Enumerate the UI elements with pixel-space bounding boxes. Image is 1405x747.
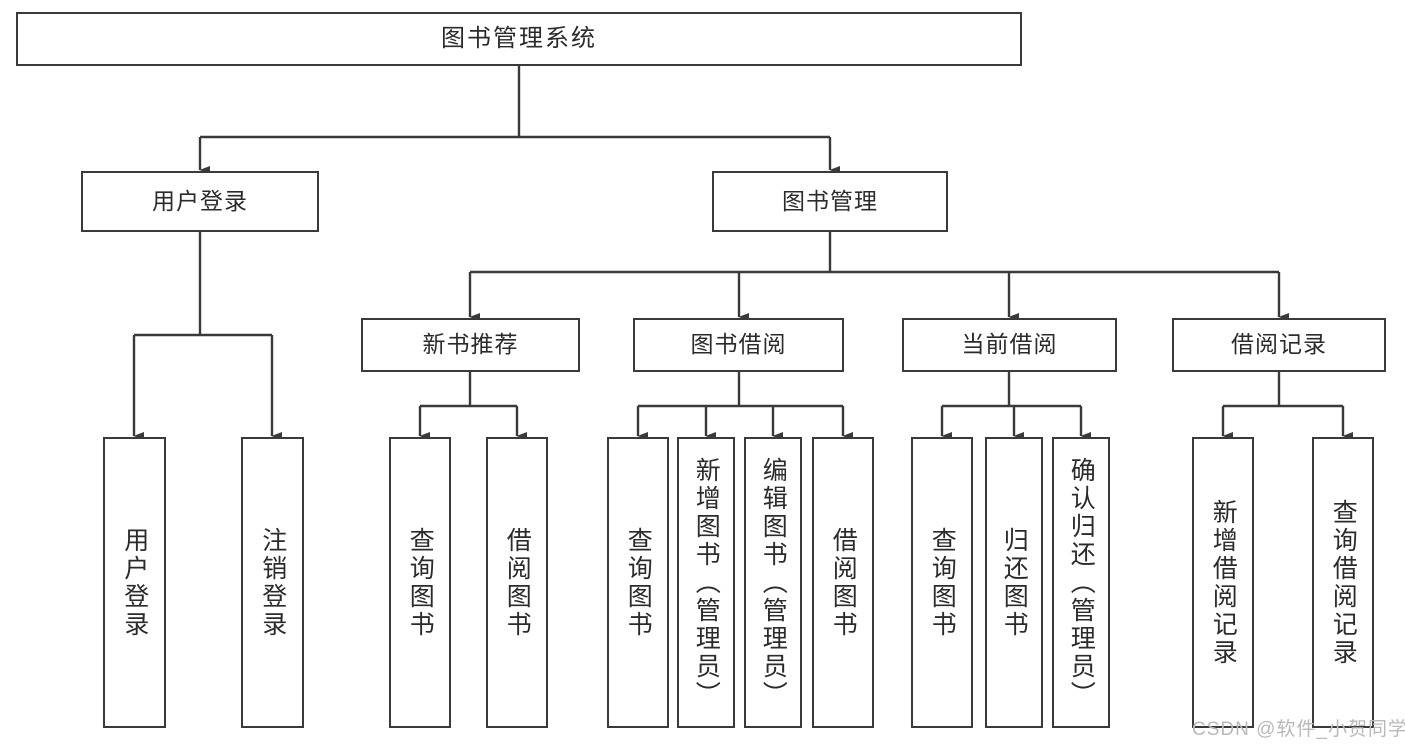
node-borrow-record[interactable]: 借阅记录 [1172, 318, 1386, 372]
node-leaf-add-borrow-record[interactable]: 新增借阅记录 [1192, 437, 1254, 728]
node-leaf-return-book[interactable]: 归还图书 [985, 437, 1043, 728]
leaf-label: 查询借阅记录 [1329, 498, 1358, 667]
leaf-label: 新增借阅记录 [1209, 498, 1238, 667]
node-leaf-query-book-borrow[interactable]: 查询图书 [607, 437, 669, 728]
csdn-watermark: CSDN @软件_小贺同学 [1192, 719, 1405, 740]
node-leaf-query-book-recommend[interactable]: 查询图书 [389, 437, 451, 728]
node-leaf-query-book-current[interactable]: 查询图书 [911, 437, 973, 728]
node-leaf-borrow-book[interactable]: 借阅图书 [812, 437, 874, 728]
leaf-label: 用户登录 [120, 526, 149, 639]
leaf-label: 归还图书 [1000, 526, 1029, 639]
node-book-borrow[interactable]: 图书借阅 [633, 318, 844, 372]
node-leaf-borrow-book-recommend[interactable]: 借阅图书 [486, 437, 548, 728]
leaf-label: 新增图书（管理员） [692, 456, 721, 709]
node-leaf-confirm-return-admin[interactable]: 确认归还（管理员） [1052, 437, 1110, 728]
node-book-management[interactable]: 图书管理 [712, 171, 948, 232]
leaf-label: 借阅图书 [503, 526, 532, 639]
node-leaf-edit-book-admin[interactable]: 编辑图书（管理员） [744, 437, 802, 728]
leaf-label: 查询图书 [406, 526, 435, 639]
leaf-label: 借阅图书 [829, 526, 858, 639]
leaf-label: 查询图书 [928, 526, 957, 639]
leaf-label: 查询图书 [624, 526, 653, 639]
node-leaf-query-borrow-record[interactable]: 查询借阅记录 [1312, 437, 1374, 728]
node-leaf-add-book-admin[interactable]: 新增图书（管理员） [677, 437, 735, 728]
node-leaf-logout[interactable]: 注销登录 [241, 437, 304, 728]
leaf-label: 编辑图书（管理员） [759, 456, 788, 709]
node-user-login[interactable]: 用户登录 [81, 171, 319, 232]
leaf-label: 注销登录 [258, 526, 287, 639]
node-new-book-recommend[interactable]: 新书推荐 [361, 318, 580, 372]
leaf-label: 确认归还（管理员） [1067, 456, 1096, 709]
node-leaf-user-login[interactable]: 用户登录 [103, 437, 166, 728]
node-current-borrow[interactable]: 当前借阅 [902, 318, 1117, 372]
node-root-book-management-system[interactable]: 图书管理系统 [16, 12, 1022, 66]
